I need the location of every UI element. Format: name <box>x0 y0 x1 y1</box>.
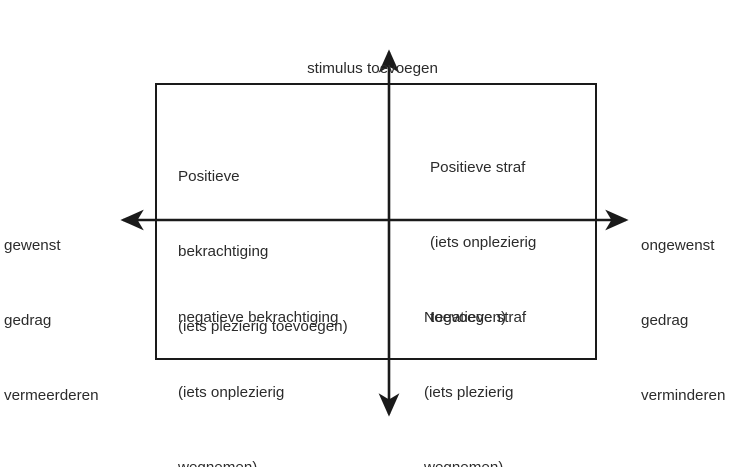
axis-label-bottom: stiumulus wegnemen <box>0 434 745 467</box>
quadrant-outline <box>155 83 597 360</box>
quadrant-bottom-right-line1: Negatieve straf <box>424 309 527 326</box>
quadrant-bottom-left-line2: (iets onplezierig <box>178 384 285 401</box>
quadrant-bottom-right-line3: wegnemen) <box>424 455 526 467</box>
quadrant-negative-punishment: Negatieve straf (iets plezierig wegnemen… <box>424 255 526 467</box>
quadrant-top-left-line3: (iets plezierig toevoegen) <box>178 318 348 335</box>
quadrant-bottom-left-line1: negatieve bekrachtiging <box>178 309 339 326</box>
axis-label-left-line3: vermeerderen <box>4 387 99 404</box>
quadrant-top-right-line2: (iets onplezierig <box>430 234 537 251</box>
axis-label-left-line1: gewenst <box>4 237 61 254</box>
axis-label-right: ongewenst gedrag verminderen <box>641 183 725 458</box>
quadrant-top-left-line2: bekrachtiging <box>178 243 269 260</box>
axis-label-top: stimulus toevoegen <box>0 6 745 131</box>
quadrant-top-right-line1: Positieve straf <box>430 159 526 176</box>
quadrant-top-right-line3: toevoegen) <box>430 309 506 326</box>
axis-label-left: gewenst gedrag vermeerderen <box>4 183 99 458</box>
axis-label-right-line2: gedrag <box>641 312 689 329</box>
axis-label-right-line1: ongewenst <box>641 237 715 254</box>
quadrant-negative-reinforcement: negatieve bekrachtiging (iets onplezieri… <box>178 255 338 467</box>
axis-label-top-text: stimulus toevoegen <box>307 60 438 77</box>
quadrant-positive-reinforcement: Positieve bekrachtiging (iets plezierig … <box>178 114 348 389</box>
axis-label-left-line2: gedrag <box>4 312 52 329</box>
axis-label-right-line3: verminderen <box>641 387 726 404</box>
quadrant-bottom-right-line2: (iets plezierig <box>424 384 514 401</box>
quadrant-positive-punishment: Positieve straf (iets onplezierig toevoe… <box>430 105 536 380</box>
quadrant-top-left-line1: Positieve <box>178 168 240 185</box>
quadrant-bottom-left-line3: wegnemen) <box>178 455 338 467</box>
